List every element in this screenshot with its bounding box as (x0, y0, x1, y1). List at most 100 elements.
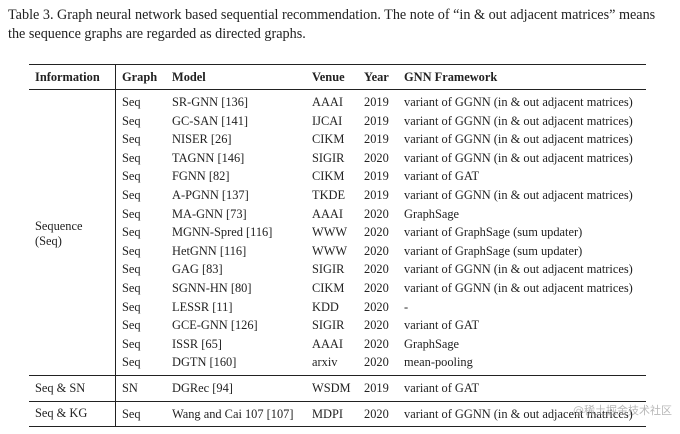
cell-framework: variant of GGNN (in & out adjacent matri… (404, 150, 633, 165)
recommendation-table: Information Graph Model Venue Year GNN F… (29, 64, 646, 427)
information-label: Sequence (35, 218, 83, 233)
cell-graph: Seq (122, 206, 141, 221)
cell-venue: SIGIR (312, 150, 345, 165)
cell-framework: variant of GAT (404, 169, 480, 184)
information-cell: Seq & SN (29, 375, 116, 401)
cell-framework: mean-pooling (404, 355, 473, 370)
cell-model: MGNN-Spred [116] (172, 225, 273, 240)
header-information: Information (29, 64, 116, 90)
cell-model: ISSR [65] (172, 336, 222, 351)
table-row: Seq GC-SAN [141] IJCAI 2019 variant of GGNN … (29, 112, 646, 131)
cell-framework: variant of GAT (404, 380, 480, 395)
cell-venue: CIKM (312, 132, 345, 147)
cell-year: 2020 (364, 318, 389, 333)
information-cell: Seq & KG (29, 401, 116, 427)
cell-year: 2020 (364, 280, 389, 295)
cell-model: NISER [26] (172, 132, 232, 147)
cell-model: LESSR [11] (172, 299, 233, 314)
cell-framework: variant of GGNN (in & out adjacent matri… (404, 187, 633, 202)
cell-framework: - (404, 299, 409, 314)
cell-year: 2020 (364, 206, 389, 221)
table-row: Seq MGNN-Spred [116] WWW 2020 variant of Gra… (29, 223, 646, 242)
cell-graph: Seq (122, 355, 141, 370)
table-header-row: Information Graph Model Venue Year GNN F… (29, 64, 646, 90)
cell-graph: Seq (122, 150, 141, 165)
cell-model: DGRec [94] (172, 380, 233, 395)
cell-venue: WWW (312, 243, 348, 258)
cell-graph: SN (122, 380, 138, 395)
cell-venue: KDD (312, 299, 339, 314)
cell-venue: TKDE (312, 187, 346, 202)
cell-year: 2019 (364, 132, 389, 147)
header-year: Year (364, 69, 389, 84)
table-row: Seq A-PGNN [137] TKDE 2019 variant of GGNN (… (29, 186, 646, 205)
cell-model: HetGNN [116] (172, 243, 247, 258)
cell-year: 2020 (364, 406, 389, 421)
cell-graph: Seq (122, 187, 141, 202)
cell-venue: CIKM (312, 169, 345, 184)
table-group: Sequence(Seq) Seq SR-GNN [136] AAAI 2019 vari… (29, 89, 646, 376)
cell-year: 2020 (364, 262, 389, 277)
cell-graph: Seq (122, 262, 141, 277)
header-graph: Graph (122, 69, 158, 84)
cell-model: A-PGNN [137] (172, 187, 249, 202)
cell-model: GCE-GNN [126] (172, 318, 258, 333)
cell-framework: variant of GGNN (in & out adjacent matri… (404, 95, 633, 109)
cell-model: SR-GNN [136] (172, 95, 249, 109)
cell-model: MA-GNN [73] (172, 206, 247, 221)
cell-graph: Seq (122, 169, 141, 184)
information-cell: Sequence(Seq) (29, 89, 116, 376)
cell-framework: variant of GGNN (in & out adjacent matri… (404, 132, 633, 147)
header-model: Model (172, 69, 206, 84)
information-label: Seq & KG (35, 406, 88, 421)
table-caption: Table 3. Graph neural network based sequ… (8, 7, 656, 42)
cell-framework: variant of GGNN (in & out adjacent matri… (404, 113, 633, 128)
cell-venue: WSDM (312, 380, 351, 395)
cell-graph: Seq (122, 318, 141, 333)
cell-year: 2020 (364, 225, 389, 240)
cell-framework: variant of GraphSage (sum updater) (404, 243, 583, 258)
cell-year: 2019 (364, 187, 389, 202)
cell-venue: WWW (312, 225, 348, 240)
cell-graph: Seq (122, 336, 141, 351)
cell-venue: MDPI (312, 406, 343, 421)
cell-framework: variant of GAT (404, 318, 480, 333)
cell-graph: Seq (122, 243, 141, 258)
watermark: @稀土掘金技术社区 (573, 404, 672, 417)
cell-venue: IJCAI (312, 113, 343, 128)
cell-graph: Seq (122, 225, 141, 240)
cell-graph: Seq (122, 95, 141, 109)
cell-model: GAG [83] (172, 262, 223, 277)
cell-model: GC-SAN [141] (172, 113, 249, 128)
cell-venue: SIGIR (312, 318, 345, 333)
cell-year: 2019 (364, 113, 389, 128)
cell-year: 2019 (364, 95, 389, 109)
cell-year: 2020 (364, 243, 389, 258)
cell-graph: Seq (122, 406, 141, 421)
table-row: Seq HetGNN [116] WWW 2020 variant of GraphSa… (29, 242, 646, 261)
cell-graph: Seq (122, 113, 141, 128)
cell-year: 2020 (364, 355, 389, 370)
table-row: Seq TAGNN [146] SIGIR 2020 variant of GGNN (… (29, 149, 646, 168)
cell-model: FGNN [82] (172, 169, 230, 184)
cell-graph: Seq (122, 299, 141, 314)
cell-model: DGTN [160] (172, 355, 237, 370)
cell-year: 2020 (364, 150, 389, 165)
table-row: Seq & KG Seq Wang and Cai 107 [107] MDPI 202… (29, 401, 646, 427)
cell-model: Wang and Cai 107 [107] (172, 406, 294, 421)
table-row: Seq GCE-GNN [126] SIGIR 2020 variant of GAT (29, 316, 646, 335)
cell-venue: CIKM (312, 280, 345, 295)
recommendation-table-container: Information Graph Model Venue Year GNN F… (29, 64, 646, 427)
cell-venue: AAAI (312, 336, 343, 351)
header-venue: Venue (312, 69, 345, 84)
cell-model: TAGNN [146] (172, 150, 245, 165)
cell-framework: variant of GraphSage (sum updater) (404, 225, 583, 240)
cell-graph: Seq (122, 280, 141, 295)
